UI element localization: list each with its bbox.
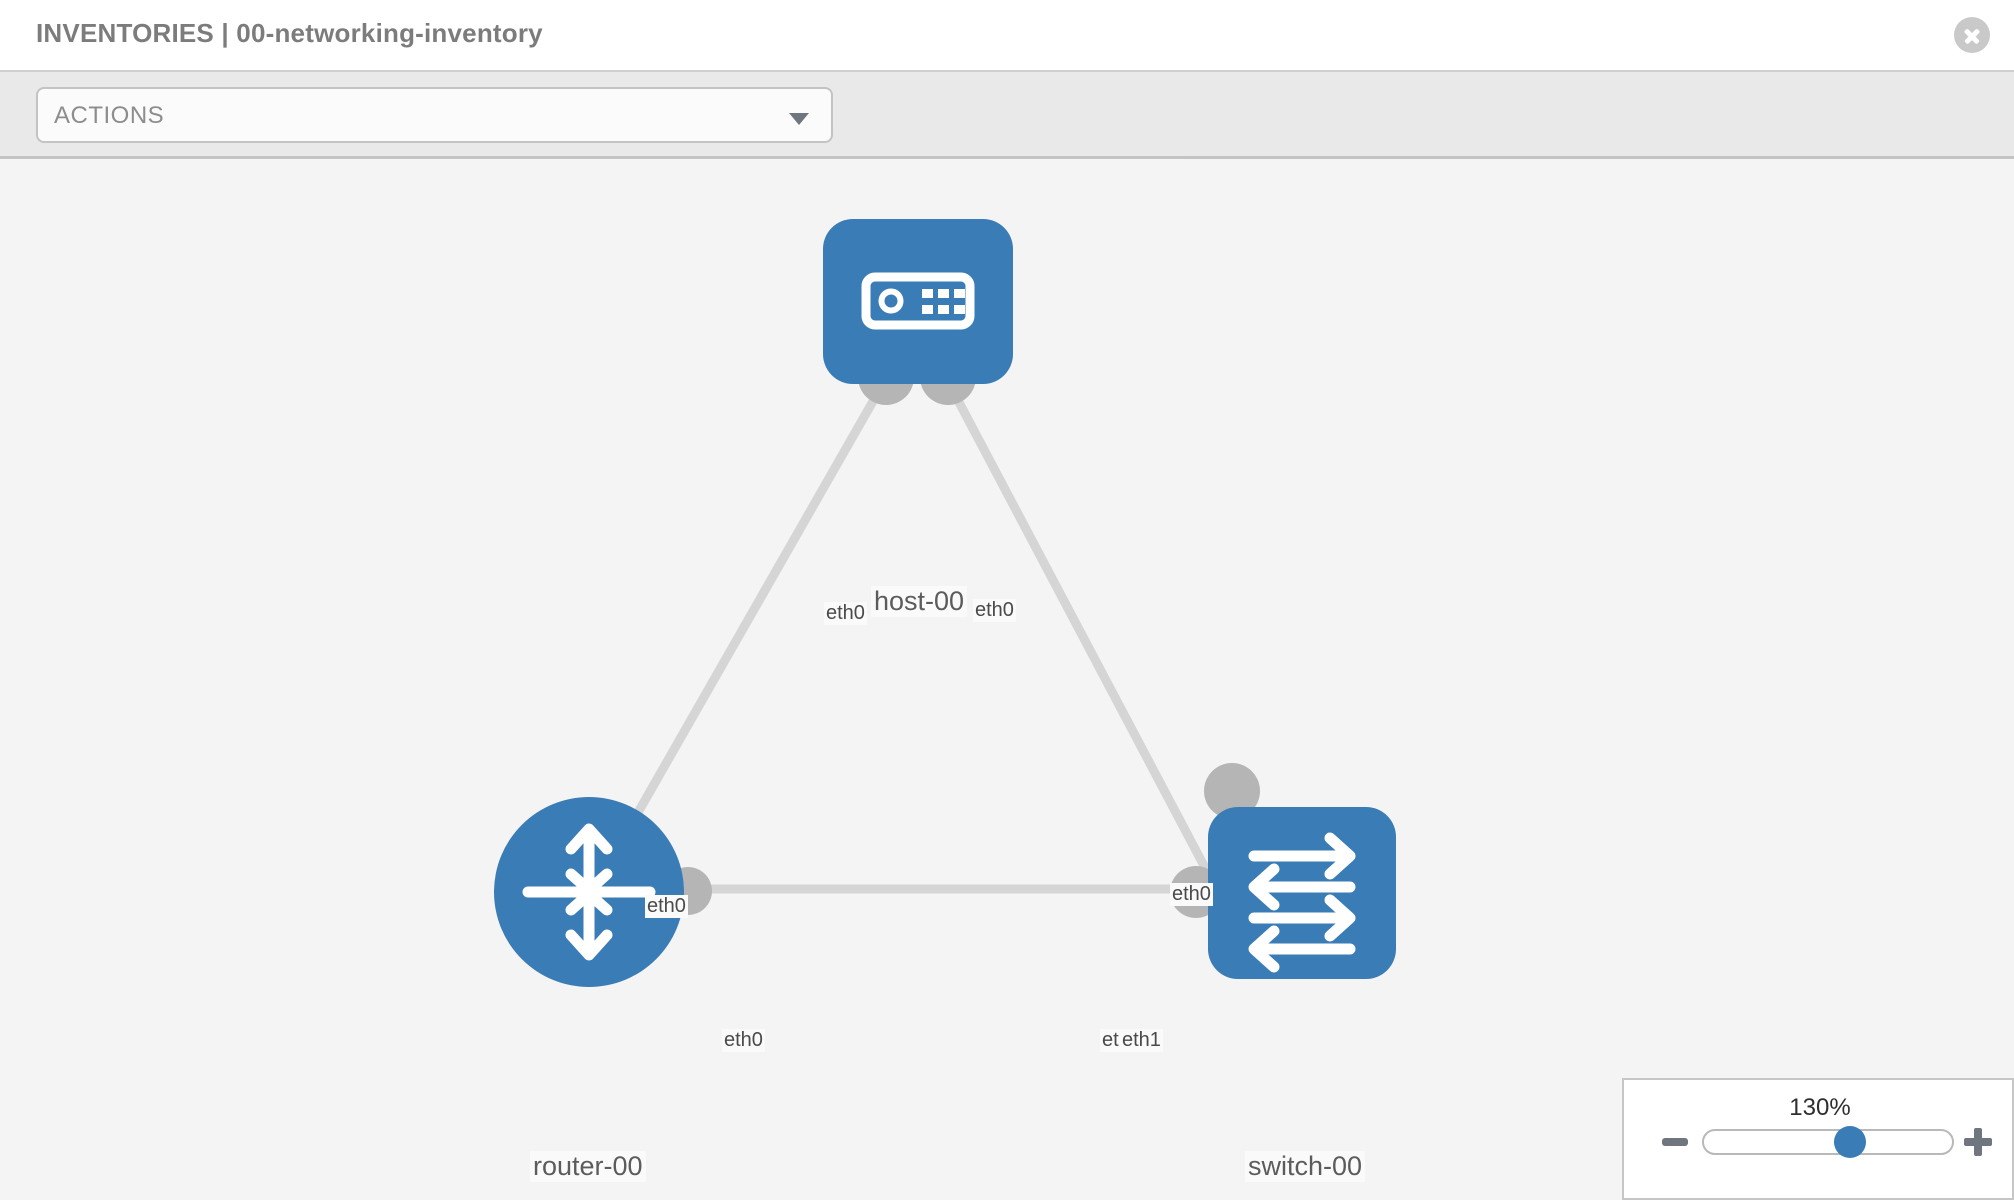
link-host-switch[interactable] (948, 386, 1252, 952)
server-icon (861, 272, 975, 330)
node-label-router: router-00 (530, 1151, 646, 1182)
iface-label: eth1 (1120, 1029, 1163, 1052)
node-label-switch: switch-00 (1245, 1151, 1366, 1182)
zoom-slider-thumb[interactable] (1834, 1126, 1866, 1158)
actions-dropdown[interactable]: ACTIONS (36, 87, 833, 143)
link-host-router[interactable] (596, 386, 884, 882)
page-header: INVENTORIES | 00-networking-inventory (0, 0, 2014, 70)
iface-label: eth0 (722, 1029, 765, 1052)
actions-dropdown-label: ACTIONS (54, 102, 165, 129)
topology-graph (494, 219, 1396, 987)
topology-canvas[interactable]: eth0 eth0 eth0 eth0 eth0 eth0 eth1 host-… (0, 159, 2014, 1200)
node-switch-00[interactable] (1208, 807, 1396, 979)
topology-links (596, 386, 1252, 952)
zoom-control-panel: 130% (1622, 1078, 2014, 1200)
chevron-down-icon (789, 113, 809, 125)
page-title: INVENTORIES | 00-networking-inventory (36, 18, 543, 48)
iface-label: eth0 (824, 602, 867, 625)
router-arrows-icon (522, 823, 656, 961)
node-host-00[interactable] (823, 219, 1013, 384)
toolbar: ACTIONS SEARCH (0, 70, 2014, 213)
zoom-slider-track[interactable] (1702, 1129, 1954, 1155)
node-label-host: host-00 (871, 586, 968, 617)
node-router-00[interactable] (494, 797, 684, 987)
plus-icon[interactable] (1964, 1128, 1992, 1156)
port-switch-eth0[interactable] (1204, 763, 1260, 819)
iface-label: eth0 (973, 599, 1016, 622)
topology-ports (664, 349, 1260, 918)
minus-icon[interactable] (1662, 1138, 1688, 1146)
switch-arrows-icon (1248, 832, 1356, 973)
zoom-level-value: 130% (1789, 1094, 1851, 1121)
close-icon[interactable] (1954, 17, 1990, 53)
iface-label: eth0 (645, 895, 688, 918)
iface-label: eth0 (1170, 883, 1213, 906)
